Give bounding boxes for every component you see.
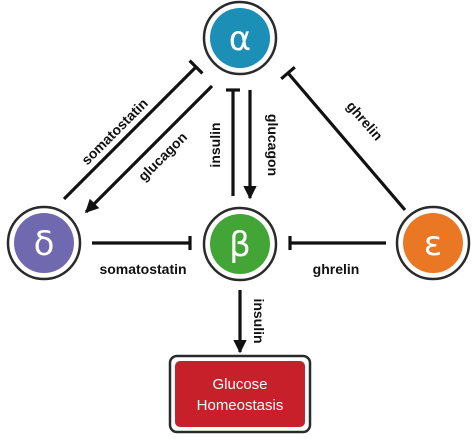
somatostatin-delta-to-beta-connector [92, 236, 192, 250]
insulin-beta-to-alpha-connector [226, 88, 240, 196]
glucagon-alpha-to-delta-arrow [84, 84, 214, 214]
glucose-homeostasis-box: Glucose Homeostasis [168, 354, 312, 434]
epsilon-cell-node: ε [395, 205, 471, 281]
alpha-cell-node: α [202, 0, 278, 76]
ghrelin-label-epsilon-beta: ghrelin [313, 261, 360, 277]
somatostatin-delta-to-alpha-connector [62, 59, 204, 201]
ghrelin-epsilon-to-alpha-connector [280, 65, 407, 212]
output-line-2: Homeostasis [197, 397, 284, 414]
somatostatin-label-delta-beta: somatostatin [99, 261, 186, 277]
beta-cell-node: β [202, 206, 278, 282]
output-line-1: Glucose [212, 376, 267, 393]
ghrelin-label-epsilon-alpha: ghrelin [343, 98, 386, 144]
ghrelin-epsilon-to-beta-connector [288, 236, 386, 250]
delta-cell-symbol: δ [34, 224, 55, 264]
glucagon-label-alpha-beta: glucagon [265, 114, 281, 176]
delta-cell-node: δ [6, 205, 82, 281]
insulin-label-beta-alpha: insulin [207, 122, 223, 167]
insulin-label-beta-output: insulin [251, 298, 267, 343]
alpha-cell-symbol: α [229, 19, 251, 59]
epsilon-cell-symbol: ε [424, 224, 442, 264]
beta-cell-symbol: β [229, 225, 251, 265]
